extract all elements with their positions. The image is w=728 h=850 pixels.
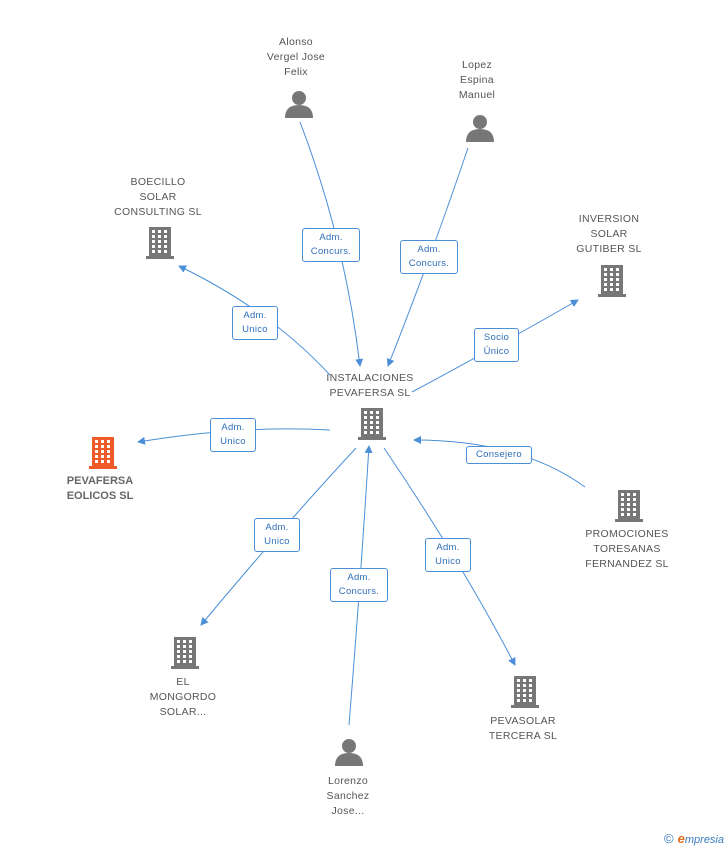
footer-brand[interactable]: ©empresia	[664, 831, 724, 846]
edge-label-promociones[interactable]: Consejero	[466, 446, 532, 464]
edge-label-inversion[interactable]: Socio Único	[474, 328, 519, 362]
node-label-inversion[interactable]: INVERSION SOLAR GUTIBER SL	[576, 213, 642, 255]
person-icon-alonso[interactable]	[285, 91, 313, 118]
node-label-lorenzo[interactable]: Lorenzo Sanchez Jose...	[326, 775, 370, 817]
copyright-icon: ©	[664, 831, 674, 846]
building-icon-boecillo[interactable]	[146, 227, 174, 259]
node-label-alonso[interactable]: Alonso Vergel Jose Felix	[266, 36, 326, 78]
edge-label-mongordo[interactable]: Adm. Unico	[254, 518, 300, 552]
node-label-pevasolar[interactable]: PEVASOLAR TERCERA SL	[488, 715, 558, 742]
building-icon-pevafersa-eolicos[interactable]	[89, 437, 117, 469]
building-icon-center[interactable]	[358, 408, 386, 440]
edge-label-alonso[interactable]: Adm. Concurs.	[302, 228, 360, 262]
edge-label-pevafersa-eolicos[interactable]: Adm. Unico	[210, 418, 256, 452]
building-icon-pevasolar[interactable]	[511, 676, 539, 708]
node-label-lopez[interactable]: Lopez Espina Manuel	[458, 59, 496, 101]
person-icon-lopez[interactable]	[466, 115, 494, 142]
node-label-boecillo[interactable]: BOECILLO SOLAR CONSULTING SL	[114, 176, 202, 218]
building-icon-mongordo[interactable]	[171, 637, 199, 669]
person-icon-lorenzo[interactable]	[335, 739, 363, 766]
node-label-center[interactable]: INSTALACIONES PEVAFERSA SL	[326, 372, 414, 399]
edge-label-lorenzo[interactable]: Adm. Concurs.	[330, 568, 388, 602]
edge-label-pevasolar[interactable]: Adm. Unico	[425, 538, 471, 572]
node-label-mongordo[interactable]: EL MONGORDO SOLAR...	[149, 676, 217, 718]
building-icon-inversion[interactable]	[598, 265, 626, 297]
node-label-promociones[interactable]: PROMOCIONES TORESANAS FERNANDEZ SL	[585, 528, 669, 570]
brand-logo-e: e	[677, 831, 685, 846]
edge-label-boecillo[interactable]: Adm. Unico	[232, 306, 278, 340]
brand-logo-text: mpresia	[684, 834, 724, 846]
node-label-pevafersa-eolicos[interactable]: PEVAFERSA EOLICOS SL	[66, 475, 134, 502]
building-icon-promociones[interactable]	[615, 490, 643, 522]
edge-label-lopez[interactable]: Adm. Concurs.	[400, 240, 458, 274]
